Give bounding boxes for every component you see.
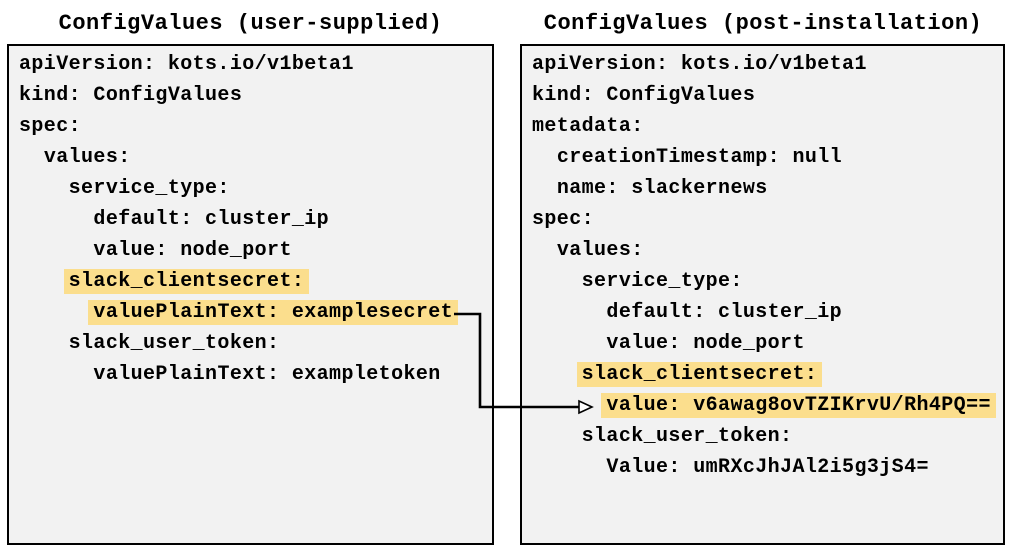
yaml-indent	[19, 270, 69, 293]
yaml-line-text: name: slackernews	[556, 177, 768, 200]
yaml-line-text: slack_user_token:	[581, 425, 793, 448]
yaml-indent	[532, 332, 606, 355]
yaml-line-text: service_type:	[581, 270, 743, 293]
yaml-line-text: metadata:	[532, 115, 644, 138]
panel-post-installation: apiVersion: kots.io/v1beta1 kind: ConfigV…	[520, 44, 1005, 545]
yaml-line: spec:	[19, 111, 488, 142]
yaml-line-text: valuePlainText: exampletoken	[93, 363, 441, 386]
yaml-line: name: slackernews	[532, 173, 999, 204]
yaml-indent	[19, 363, 93, 386]
yaml-line-text: kind: ConfigValues	[19, 84, 243, 107]
yaml-indent	[532, 301, 606, 324]
yaml-line: slack_clientsecret:	[19, 266, 488, 297]
yaml-line-text-highlighted: valuePlainText: examplesecret	[88, 300, 459, 325]
yaml-line-text: values:	[43, 146, 131, 169]
yaml-line: kind: ConfigValues	[19, 80, 488, 111]
yaml-line-text: value: node_port	[606, 332, 805, 355]
yaml-line: slack_user_token:	[19, 328, 488, 359]
yaml-line: values:	[532, 235, 999, 266]
yaml-line-text: apiVersion: kots.io/v1beta1	[19, 53, 354, 76]
yaml-line: metadata:	[532, 111, 999, 142]
yaml-indent	[19, 146, 44, 169]
yaml-line: slack_user_token:	[532, 421, 999, 452]
panel-title-user-supplied: ConfigValues (user-supplied)	[58, 11, 443, 36]
yaml-line: value: node_port	[532, 328, 999, 359]
yaml-line-text: Value: umRXcJhJAl2i5g3jS4=	[606, 456, 929, 479]
yaml-line: value: node_port	[19, 235, 488, 266]
yaml-line: kind: ConfigValues	[532, 80, 999, 111]
yaml-line-text: apiVersion: kots.io/v1beta1	[532, 53, 867, 76]
yaml-line: apiVersion: kots.io/v1beta1	[532, 49, 999, 80]
yaml-line: service_type:	[532, 266, 999, 297]
yaml-line-text: slack_user_token:	[68, 332, 280, 355]
yaml-line: slack_clientsecret:	[532, 359, 999, 390]
yaml-line: values:	[19, 142, 488, 173]
yaml-line-text: value: node_port	[93, 239, 292, 262]
yaml-line-text-highlighted: slack_clientsecret:	[63, 269, 310, 294]
panel-title-post-installation: ConfigValues (post-installation)	[543, 11, 983, 36]
yaml-indent	[532, 270, 582, 293]
yaml-line-text: kind: ConfigValues	[532, 84, 756, 107]
yaml-indent	[532, 363, 582, 386]
yaml-line: spec:	[532, 204, 999, 235]
yaml-line-text: spec:	[19, 115, 82, 138]
yaml-indent	[532, 425, 582, 448]
yaml-indent	[532, 394, 606, 417]
yaml-line: service_type:	[19, 173, 488, 204]
yaml-line: apiVersion: kots.io/v1beta1	[19, 49, 488, 80]
yaml-line-text: default: cluster_ip	[606, 301, 843, 324]
yaml-indent	[19, 301, 93, 324]
yaml-line: valuePlainText: examplesecret	[19, 297, 488, 328]
yaml-indent	[19, 208, 93, 231]
yaml-line: valuePlainText: exampletoken	[19, 359, 488, 390]
yaml-line-text: spec:	[532, 208, 595, 231]
yaml-line: value: v6awag8ovTZIKrvU/Rh4PQ==	[532, 390, 999, 421]
yaml-line: default: cluster_ip	[532, 297, 999, 328]
yaml-indent	[19, 239, 93, 262]
yaml-line-text: default: cluster_ip	[93, 208, 330, 231]
yaml-indent	[532, 456, 606, 479]
yaml-line: default: cluster_ip	[19, 204, 488, 235]
yaml-line-text: service_type:	[68, 177, 230, 200]
yaml-indent	[19, 332, 69, 355]
yaml-line: creationTimestamp: null	[532, 142, 999, 173]
yaml-indent	[19, 177, 69, 200]
yaml-line-text: values:	[556, 239, 644, 262]
yaml-line-text-highlighted: value: v6awag8ovTZIKrvU/Rh4PQ==	[601, 393, 996, 418]
yaml-indent	[532, 177, 557, 200]
panel-user-supplied: apiVersion: kots.io/v1beta1 kind: ConfigV…	[7, 44, 494, 545]
yaml-line-text: creationTimestamp: null	[556, 146, 843, 169]
yaml-indent	[532, 146, 557, 169]
yaml-line-text-highlighted: slack_clientsecret:	[576, 362, 823, 387]
yaml-indent	[532, 239, 557, 262]
yaml-line: Value: umRXcJhJAl2i5g3jS4=	[532, 452, 999, 483]
